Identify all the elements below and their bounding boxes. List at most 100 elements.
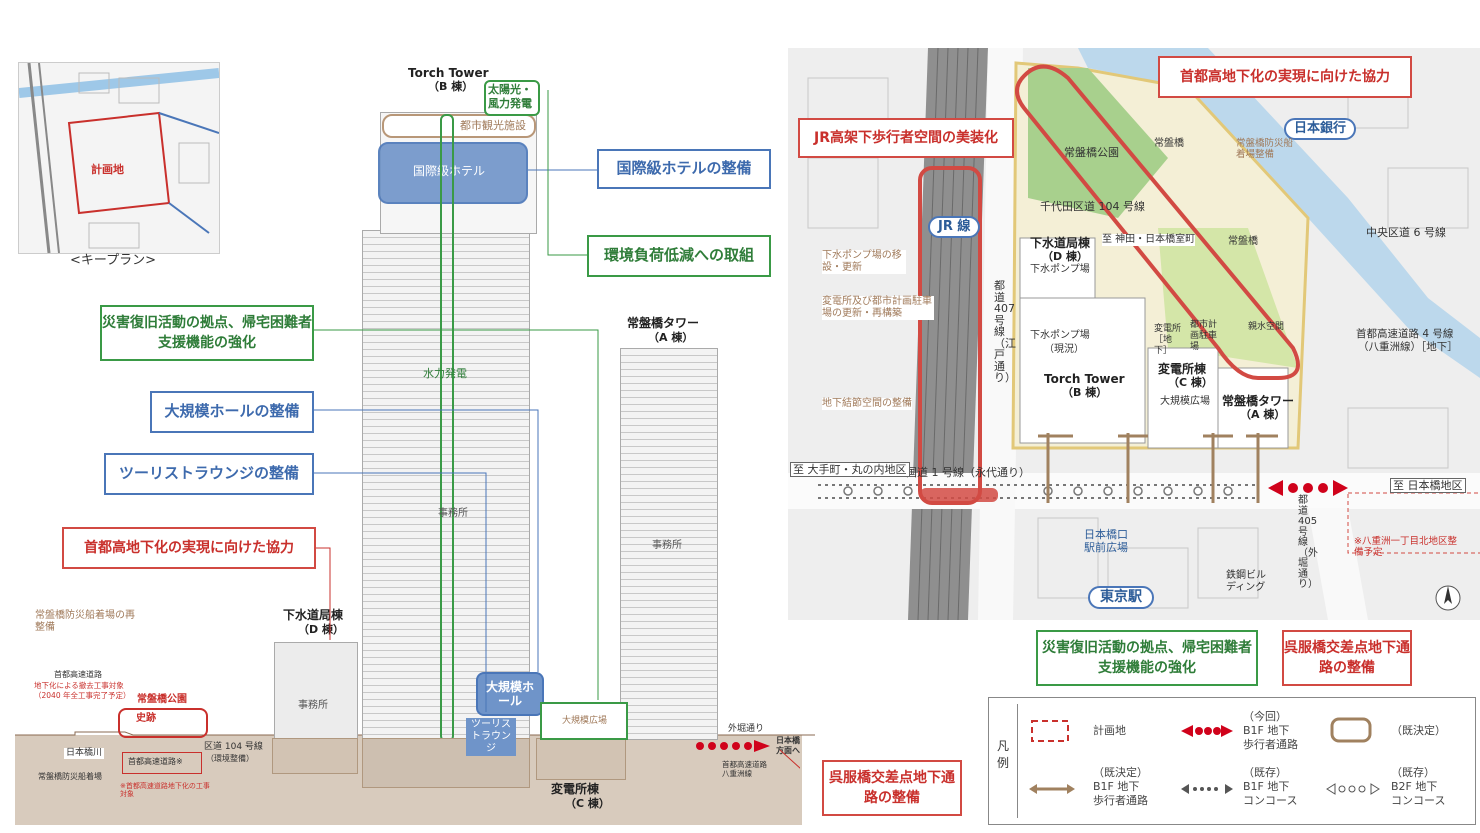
legend-new-walkway-l1: （今回） [1243, 710, 1287, 723]
substation-bldg-sub: （C 棟） [565, 797, 610, 810]
tourist-lounge-label: ツーリストラウンジ [466, 718, 516, 756]
office-d-label: 事務所 [298, 700, 328, 711]
callout-shutoko-section: 首都高地下化の実現に向けた協力 [62, 527, 316, 569]
tokiwabashi-tower-label: 常盤橋タワー [627, 316, 700, 330]
legend: 凡例 計画地 （今回） B1F 地下 歩行者通路 （既決定） （既決定） B1F… [988, 697, 1476, 825]
plan-yaesu-note: ※八重洲一丁目北地区整備予定 [1354, 536, 1457, 559]
sewer-bldg [274, 642, 358, 742]
shutoko-note3: （2040 年全工事完了予定） [34, 691, 131, 700]
plan-a-sub: （A 棟） [1240, 408, 1286, 421]
plan-plaza: 大規模広場 [1160, 396, 1210, 407]
plan-tekko: 鉄鋼ビルディング [1226, 570, 1266, 593]
key-plan-site-label: 計画地 [91, 163, 124, 176]
large-plaza-box [540, 702, 628, 740]
ward-road-label: 区道 104 号線 [204, 742, 263, 752]
ward-road-sub: （環境整備） [206, 754, 254, 763]
tokyo-station-label: 東京駅 [1088, 586, 1154, 609]
plan-map [788, 48, 1480, 620]
callout-gofukubashi-plan: 呉服橋交差点地下通路の整備 [1282, 630, 1412, 686]
callout-disaster: 災害復旧活動の拠点、帰宅困難者支援機能の強化 [100, 305, 314, 361]
callout-shutoko-plan: 首都高地下化の実現に向けた協力 [1158, 56, 1412, 98]
plan-pier: 常盤橋防災船着場整備 [1236, 138, 1294, 161]
solar-wind-label: 太陽光・風力発電 [488, 83, 532, 110]
legend-divider [1017, 704, 1018, 818]
legend-decided-walkway-l2: B1F 地下 [1093, 780, 1140, 793]
hydro-pipe [440, 114, 454, 742]
legend-new-walkway-l2: B1F 地下 [1243, 724, 1290, 737]
disaster-pier-new: 常盤橋防災船着場の再整備 [35, 610, 135, 633]
chuo-road-label: 中央区道 6 号線 [1366, 226, 1446, 239]
plan-note-1: 下水ポンプ場の移設・更新 [822, 250, 906, 274]
boj-label: 日本銀行 [1284, 118, 1357, 140]
underground-c [536, 738, 626, 780]
to-kanda-label: 至 神田・日本橋室町 [1102, 234, 1196, 246]
legend-b1f-concourse-l3: コンコース [1243, 794, 1298, 807]
large-hall-label: 大規模ホール [485, 680, 534, 709]
plan-park-label: 常盤橋公園 [1064, 146, 1119, 159]
historic-site-label: 史跡 [136, 713, 156, 724]
legend-decided-walkway-l3: 歩行者通路 [1093, 794, 1148, 807]
key-plan-title: <キープラン> [70, 253, 157, 268]
plan-pump-new: 下水ポンプ場 [1030, 264, 1090, 275]
legend-b1f-concourse-l2: B1F 地下 [1243, 780, 1290, 793]
legend-new-walkway-l3: 歩行者通路 [1243, 738, 1298, 751]
disaster-pier-old: 常盤橋防災船着場 [38, 772, 102, 781]
legend-decided-label: （既決定） [1391, 724, 1446, 737]
legend-b1f-concourse-l1: （既存） [1243, 766, 1287, 779]
legend-site-icon [1031, 720, 1069, 742]
plan-pump-old-sub: （現況） [1044, 344, 1084, 355]
tokiwabashi-tower-sub: （A 棟） [648, 331, 694, 344]
legend-decided-walkway-icon [1029, 784, 1075, 794]
plan-torch-sub: （B 棟） [1062, 386, 1108, 399]
plan-c-bldg: 変電所棟 [1158, 362, 1207, 376]
large-plaza-label: 大規模広場 [562, 716, 608, 726]
plan-note-3: 地下結節空間の整備 [822, 398, 912, 410]
legend-title: 凡例 [997, 739, 1010, 770]
sewer-bldg-sub: （D 棟） [298, 623, 344, 636]
section-walkway-arrow [696, 740, 770, 752]
tokyo405-label: 都道 405 号線（外堀通り） [1298, 495, 1318, 590]
underground-d [272, 738, 358, 774]
tokiwabashi-tower [620, 348, 718, 740]
plan-water-space: 親水空間 [1248, 322, 1285, 332]
office-a-label: 事務所 [652, 540, 682, 551]
callout-env: 環境負荷低減への取組 [587, 235, 771, 277]
plan-a-bldg: 常盤橋タワー [1222, 394, 1295, 408]
callout-disaster-plan: 災害復旧活動の拠点、帰宅困難者支援機能の強化 [1036, 630, 1258, 686]
to-otemachi-label: 至 大手町・丸の内地区 [790, 462, 910, 478]
to-nihonbashi-plan-label: 至 日本橋地区 [1390, 478, 1466, 494]
substation-bldg-label: 変電所棟 [551, 782, 600, 796]
torch-tower-label: Torch Tower [408, 66, 489, 80]
tourism-facility [382, 114, 536, 138]
torch-tower-sub: （B 棟） [428, 80, 474, 93]
plan-note-2: 変電所及び都市計画駐車場の更新・再構築 [822, 296, 934, 320]
legend-b2f-concourse-l1: （既存） [1391, 766, 1435, 779]
tourism-facility-label: 都市観光施設 [460, 119, 526, 132]
plan-pump-old: 下水ポンプ場 [1030, 330, 1090, 341]
legend-decided-icon [1330, 717, 1372, 743]
hydro-label: 水力発電 [423, 367, 467, 380]
plan-shokou-bridge: 常盤橋 [1154, 138, 1184, 149]
key-plan: 計画地 [18, 62, 220, 254]
chiyoda-road-label: 千代田区道 104 号線 [1040, 200, 1145, 213]
callout-hall: 大規模ホールの整備 [150, 391, 314, 433]
shutoko-note: 首都高速道路 [54, 670, 102, 679]
sewer-bldg-label: 下水道局棟 [283, 608, 344, 622]
solar-wind-box [484, 80, 540, 116]
park-highlight [118, 708, 208, 738]
legend-b2f-concourse-icon [1326, 783, 1380, 795]
legend-decided-walkway-l1: （既決定） [1093, 766, 1148, 779]
legend-new-walkway-icon [1181, 725, 1233, 737]
legend-b1f-concourse-icon [1181, 784, 1233, 794]
shutoko-note2: 地下化による撤去工事対象 [34, 681, 124, 690]
legend-site-label: 計画地 [1093, 724, 1126, 737]
shutoko4b-label: （八重洲線）［地下］ [1358, 341, 1458, 353]
shutoko-red-note: ※首都高速道路地下化の工事対象 [120, 782, 210, 799]
callout-hotel: 国際級ホテルの整備 [597, 149, 771, 189]
shutoko-road-label: 首都高速道路※ [128, 757, 183, 766]
plan-substation-ug: 変電所［地下］ [1154, 324, 1182, 356]
plan-tokiwa-bridge: 常盤橋 [1228, 236, 1258, 247]
nihonbashi-river-label: 日本橋川 [64, 748, 105, 759]
tokyo407-label: 都道 407 号線（江戸通り） [994, 279, 1016, 385]
jr-line-label: JR 線 [928, 216, 981, 238]
